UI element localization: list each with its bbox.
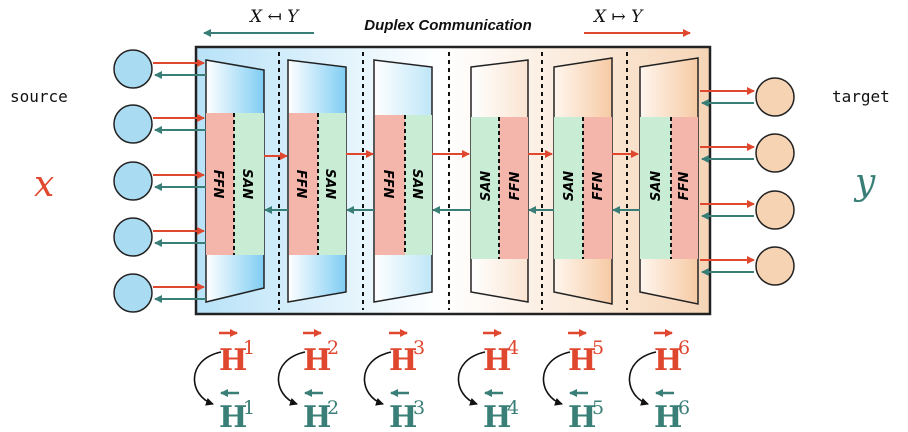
source-label: source [10,87,68,106]
source-node [113,161,153,201]
backward-hidden-state-index: 4 [507,397,519,419]
backward-hidden-state-index: 1 [243,397,255,419]
forward-hidden-state-label: H [568,343,596,378]
forward-hidden-state-label: H [303,343,331,378]
forward-hidden-state-index: 4 [507,337,519,359]
san-layer [471,117,499,259]
block-4: SAN FFN [470,59,529,303]
forward-direction-label: X ↦ Y [592,7,644,27]
backward-hidden-state-index: 3 [413,397,425,419]
backward-hidden-state-index: 6 [678,397,690,419]
ffn-layer [499,117,528,259]
block-6: SAN FFN [639,57,699,305]
forward-hidden-state-index: 1 [243,337,255,359]
backward-direction-label: X ↤ Y [248,7,300,27]
block-1: FFN SAN [205,59,265,303]
backward-hidden-state-label: H [654,400,682,432]
forward-hidden-state-label: H [483,343,511,378]
transition-curve-arrow [363,351,392,406]
ffn-layer [583,117,612,259]
source-node [113,273,153,313]
san-label: SAN [239,169,254,199]
forward-hidden-state-label: H [389,343,417,378]
san-layer [554,117,583,259]
ffn-label: FFN [591,172,606,201]
block-separators [278,52,628,310]
target-node [755,190,795,230]
san-label: SAN [649,171,664,201]
ffn-layer [375,115,405,255]
transition-curve-arrow [277,351,306,406]
ffn-layer [289,113,318,255]
forward-hidden-state-label: H [219,343,247,378]
backward-hidden-state-index: 2 [327,397,339,419]
san-layer [318,113,346,255]
backward-hidden-state-label: H [303,400,331,432]
source-nodes [113,49,206,313]
san-label: SAN [562,171,577,201]
source-symbol: x [34,164,54,205]
block-2: FFN SAN [287,59,347,303]
encoder-box [194,45,712,316]
san-label: SAN [322,169,337,199]
forward-hidden-state-index: 5 [592,337,604,359]
header: X ↤ Y Duplex Communication X ↦ Y [203,7,691,37]
san-layer [640,117,671,259]
ffn-label: FFN [210,170,225,199]
block-3: FFN SAN [373,59,433,303]
ffn-label: FFN [380,170,395,199]
san-layer [234,113,264,255]
target-node [755,133,795,173]
target-nodes [700,77,795,286]
forward-hidden-state-label: H [654,343,682,378]
backward-hidden-state-label: H [568,400,596,432]
forward-hidden-state-index: 6 [678,337,690,359]
target-label: target [832,87,890,106]
backward-hidden-state-label: H [219,400,247,432]
ffn-label: FFN [508,172,523,201]
block-5: SAN FFN [553,57,613,305]
target-node [755,246,795,286]
san-label: SAN [409,169,424,199]
forward-hidden-state-index: 3 [413,337,425,359]
transition-curve-arrow [193,351,222,406]
target-symbol: y [853,162,876,203]
san-layer [405,115,432,255]
ffn-label: FFN [677,172,692,201]
forward-hidden-state-index: 2 [327,337,339,359]
san-label: SAN [479,171,494,201]
backward-hidden-state-index: 5 [592,397,604,419]
ffn-label: FFN [293,170,308,199]
backward-hidden-state-label: H [483,400,511,432]
source-node [113,217,153,257]
transition-curve-arrow [542,351,571,406]
transition-curve-arrow [628,351,657,406]
ffn-layer [671,117,698,259]
backward-hidden-state-label: H [389,400,417,432]
source-node [113,49,153,89]
diagram-title: Duplex Communication [364,17,532,34]
forward-flow-arrows [264,150,639,160]
target-node [755,77,795,117]
ffn-layer [206,113,234,255]
transition-curve-arrow [457,351,486,406]
source-node [113,104,153,144]
